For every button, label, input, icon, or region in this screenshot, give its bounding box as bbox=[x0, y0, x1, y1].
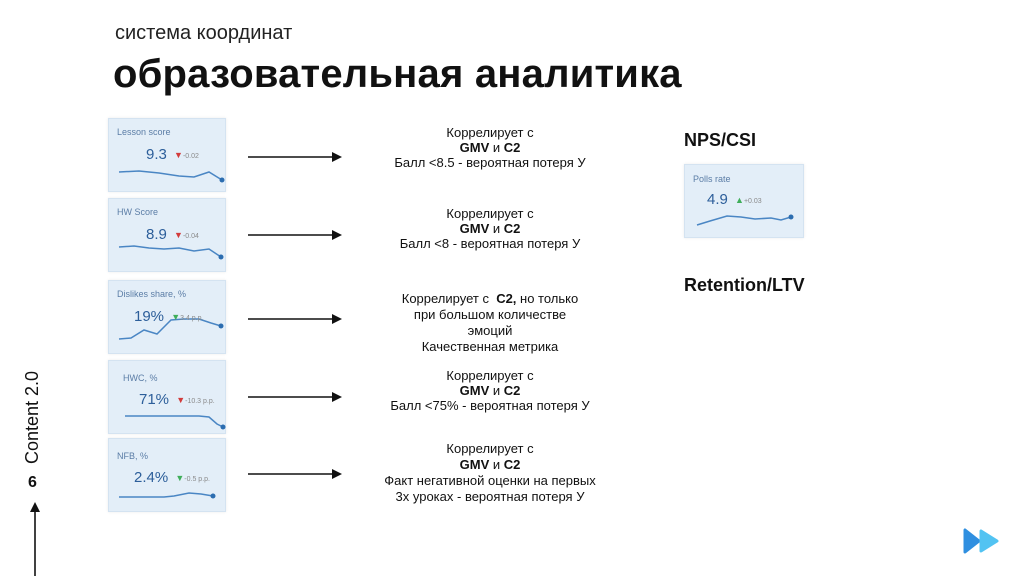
metric-value: 19% bbox=[134, 308, 165, 325]
metric-delta: ▲+0.03 bbox=[735, 195, 762, 206]
desc-text: Коррелирует с bbox=[401, 291, 497, 306]
sparkline bbox=[118, 245, 224, 260]
metric-label: HWC, % bbox=[123, 373, 158, 383]
metric-card-hwc: HWC, % 71% ▼-10.3 p.p. bbox=[108, 360, 226, 434]
metric-value: 2.4% bbox=[134, 469, 169, 486]
desc-line: GMV и C2 bbox=[360, 383, 620, 398]
desc-bold: C2 bbox=[503, 457, 521, 472]
desc-line: Коррелирует с C2, но только bbox=[360, 291, 620, 307]
section-title-retention: Retention/LTV bbox=[684, 275, 805, 295]
desc-line: GMV и C2 bbox=[360, 221, 620, 236]
metric-value: 8.9 bbox=[146, 226, 167, 243]
sparkline bbox=[119, 492, 216, 499]
metric-value-row: 8.9 ▼-0.04 bbox=[146, 226, 199, 243]
metric-value-row: 19% ▼3.4 p.p. bbox=[134, 308, 203, 325]
metric-value-row: 9.3 ▼-0.02 bbox=[146, 146, 199, 163]
metric-description: Коррелирует с C2, но только при большом … bbox=[360, 291, 620, 355]
metric-delta-value: -0.04 bbox=[182, 233, 199, 241]
metric-value-row: 2.4% ▼-0.5 p.p. bbox=[134, 469, 210, 486]
desc-bold: C2 bbox=[503, 140, 521, 155]
metric-description: Коррелирует с GMV и C2 Балл <8 - вероятн… bbox=[360, 206, 620, 251]
metric-value: 9.3 bbox=[146, 146, 167, 163]
sparkline bbox=[118, 318, 224, 340]
triangle-down-icon: ▼ bbox=[174, 150, 183, 161]
metric-label: NFB, % bbox=[117, 451, 149, 461]
metric-label: Polls rate bbox=[693, 174, 731, 184]
desc-line: Факт негативной оценки на первых bbox=[384, 473, 596, 488]
arrow-right-icon bbox=[248, 469, 342, 479]
metric-delta-value: +0.03 bbox=[743, 198, 762, 206]
metric-delta: ▼-0.04 bbox=[174, 230, 199, 241]
metric-delta: ▼-0.02 bbox=[174, 150, 199, 161]
arrow-right-icon bbox=[248, 152, 342, 162]
triangle-down-icon: ▼ bbox=[175, 473, 185, 484]
metric-delta: ▼-0.5 p.p. bbox=[175, 473, 210, 484]
logo-icon bbox=[963, 528, 999, 554]
page-title: образовательная аналитика bbox=[113, 52, 682, 96]
desc-line: при большом количестве bbox=[413, 307, 567, 322]
metric-card-hw-score: HW Score 8.9 ▼-0.04 bbox=[108, 198, 226, 272]
desc-bold: GMV bbox=[459, 383, 490, 398]
side-label: Content 2.0 bbox=[22, 370, 42, 464]
desc-line: Балл <8.5 - вероятная потеря У bbox=[394, 155, 586, 170]
desc-line: эмоций bbox=[467, 323, 513, 338]
metric-delta: ▼3.4 p.p. bbox=[171, 312, 204, 323]
arrow-right-icon bbox=[248, 392, 342, 402]
triangle-down-icon: ▼ bbox=[171, 312, 181, 323]
sparkline bbox=[118, 170, 225, 183]
metric-delta-value: -0.5 p.p. bbox=[184, 476, 210, 484]
page-number: 6 bbox=[28, 474, 37, 491]
triangle-up-icon: ▲ bbox=[735, 195, 744, 206]
metric-value: 71% bbox=[139, 391, 170, 408]
metric-value-row: 4.9 ▲+0.03 bbox=[707, 191, 762, 208]
metric-card-nfb: NFB, % 2.4% ▼-0.5 p.p. bbox=[108, 438, 226, 512]
metric-delta-value: -10.3 p.p. bbox=[185, 398, 215, 406]
page-subtitle: система координат bbox=[115, 22, 293, 44]
desc-bold: C2, bbox=[496, 291, 517, 306]
desc-text: и bbox=[489, 383, 504, 398]
arrow-right-icon bbox=[248, 230, 342, 240]
desc-bold: GMV bbox=[459, 221, 490, 236]
desc-text: и bbox=[489, 457, 504, 472]
metric-description: Коррелирует с GMV и C2 Балл <8.5 - вероя… bbox=[360, 125, 620, 170]
metric-value-row: 71% ▼-10.3 p.p. bbox=[139, 391, 215, 408]
triangle-down-icon: ▼ bbox=[176, 395, 186, 406]
desc-bold: GMV bbox=[459, 457, 490, 472]
metric-description: Коррелирует с GMV и C2 Балл <75% - вероя… bbox=[360, 368, 620, 413]
metric-delta-value: 3.4 p.p. bbox=[180, 315, 204, 323]
metric-card-polls-rate: Polls rate 4.9 ▲+0.03 bbox=[684, 164, 804, 238]
metric-delta: ▼-10.3 p.p. bbox=[176, 395, 215, 406]
desc-text: и bbox=[489, 221, 504, 236]
desc-line: GMV и C2 bbox=[360, 457, 620, 473]
metric-label: Lesson score bbox=[117, 127, 171, 137]
desc-line: Балл <8 - вероятная потеря У bbox=[399, 236, 581, 251]
desc-line: Коррелирует с bbox=[446, 368, 534, 383]
desc-bold: GMV bbox=[459, 140, 490, 155]
desc-line: GMV и C2 bbox=[360, 140, 620, 155]
desc-line: Балл <75% - вероятная потеря У bbox=[390, 398, 590, 413]
metric-delta-value: -0.02 bbox=[182, 153, 199, 161]
desc-bold: C2 bbox=[503, 221, 521, 236]
sparkline bbox=[125, 415, 226, 430]
metric-value: 4.9 bbox=[707, 191, 728, 208]
metric-card-dislikes-share: Dislikes share, % 19% ▼3.4 p.p. bbox=[108, 280, 226, 354]
section-title-nps: NPS/CSI bbox=[684, 130, 757, 150]
metric-label: Dislikes share, % bbox=[117, 289, 187, 299]
desc-line: Коррелирует с bbox=[446, 441, 534, 456]
metric-label: HW Score bbox=[117, 207, 159, 217]
desc-line: Качественная метрика bbox=[421, 339, 559, 354]
desc-text: но только bbox=[516, 291, 579, 306]
metric-description: Коррелирует с GMV и C2 Факт негативной о… bbox=[360, 441, 620, 505]
desc-line: 3х уроках - вероятная потеря У bbox=[395, 489, 585, 504]
arrow-up-icon bbox=[30, 502, 40, 576]
metric-card-lesson-score: Lesson score 9.3 ▼-0.02 bbox=[108, 118, 226, 192]
desc-line: Коррелирует с bbox=[446, 125, 534, 140]
triangle-down-icon: ▼ bbox=[174, 230, 183, 241]
sparkline bbox=[696, 214, 794, 226]
desc-bold: C2 bbox=[503, 383, 521, 398]
arrow-right-icon bbox=[248, 314, 342, 324]
desc-line: Коррелирует с bbox=[446, 206, 534, 221]
desc-text: и bbox=[489, 140, 504, 155]
